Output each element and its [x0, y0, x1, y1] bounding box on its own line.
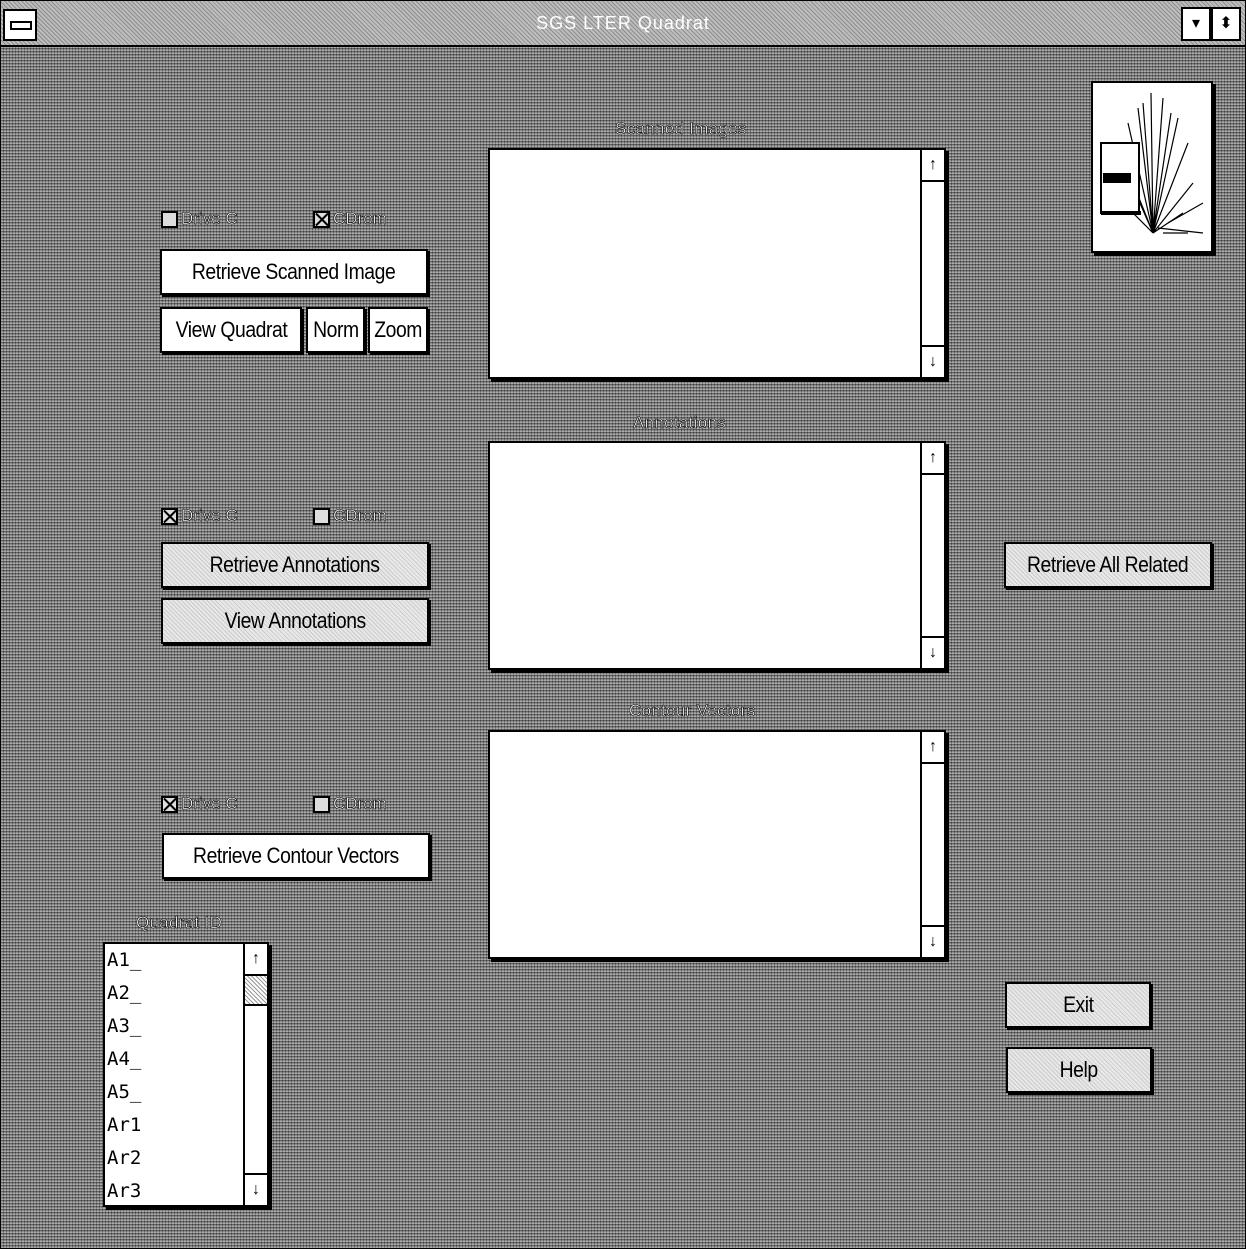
contour-cdrom-checkbox[interactable]: CDrom [313, 794, 387, 814]
scroll-up-icon[interactable]: ↑ [922, 443, 944, 475]
scroll-thumb[interactable] [245, 974, 267, 1006]
contour-vectors-list[interactable]: ↑ ↓ [488, 730, 946, 959]
scanned-images-scrollbar[interactable]: ↑ ↓ [920, 150, 944, 377]
zoom-label: Zoom [374, 317, 422, 342]
annotations-cdrom-box[interactable] [313, 507, 330, 525]
retrieve-all-related-button[interactable]: Retrieve All Related [1004, 542, 1212, 588]
system-menu-icon [10, 21, 32, 30]
scroll-down-icon[interactable]: ↓ [245, 1173, 267, 1205]
list-item[interactable]: A5_ [107, 1081, 142, 1103]
quadrat-items: A1_ A2_ A3_ A4_ A5_ Ar1 Ar2 Ar3 [107, 944, 141, 1208]
annotations-drive-c-checkbox[interactable]: Drive C [161, 506, 238, 526]
view-quadrat-label: View Quadrat [175, 317, 287, 342]
title-bar: SGS LTER Quadrat ▾ ⬍ [1, 1, 1245, 47]
annotations-cdrom-checkbox[interactable]: CDrom [313, 506, 387, 526]
annotations-label: Annotations [633, 413, 727, 433]
contour-drive-c-label: Drive C [181, 794, 238, 814]
view-annotations-button[interactable]: View Annotations [161, 598, 429, 644]
annotations-scrollbar[interactable]: ↑ ↓ [920, 443, 944, 668]
contour-drive-c-checkbox[interactable]: Drive C [161, 794, 238, 814]
contour-vectors-label: Contour Vectors [629, 701, 756, 721]
annotations-cdrom-label: CDrom [333, 506, 387, 526]
retrieve-scanned-image-button[interactable]: Retrieve Scanned Image [160, 249, 428, 295]
scanned-images-list[interactable]: ↑ ↓ [488, 148, 946, 379]
view-quadrat-button[interactable]: View Quadrat [160, 307, 302, 353]
scanned-cdrom-checkbox[interactable]: CDrom [313, 209, 387, 229]
quadrat-scrollbar[interactable]: ↑ ↓ [243, 944, 267, 1205]
retrieve-annotations-button[interactable]: Retrieve Annotations [161, 542, 429, 588]
contour-drive-c-box[interactable] [161, 795, 178, 813]
norm-label: Norm [312, 317, 359, 342]
scroll-up-icon[interactable]: ↑ [922, 732, 944, 764]
list-item[interactable]: A2_ [107, 982, 142, 1004]
annotations-drive-c-label: Drive C [181, 506, 238, 526]
list-item[interactable]: Ar2 [107, 1147, 142, 1169]
app-logo [1091, 81, 1213, 253]
scanned-drive-c-label: Drive C [181, 209, 238, 229]
scroll-down-icon[interactable]: ↓ [922, 925, 944, 957]
quadrat-id-list[interactable]: A1_ A2_ A3_ A4_ A5_ Ar1 Ar2 Ar3 ↑ ↓ [103, 942, 269, 1207]
annotations-drive-c-box[interactable] [161, 507, 178, 525]
retrieve-all-related-label: Retrieve All Related [1027, 552, 1189, 577]
contour-vectors-scrollbar[interactable]: ↑ ↓ [920, 732, 944, 957]
window-title: SGS LTER Quadrat [536, 13, 710, 33]
help-label: Help [1059, 1057, 1099, 1082]
exit-button[interactable]: Exit [1005, 982, 1151, 1028]
scanned-cdrom-box[interactable] [313, 210, 330, 228]
system-menu-button[interactable] [3, 9, 37, 41]
grass-tuft-icon [1100, 92, 1204, 234]
scroll-up-icon[interactable]: ↑ [245, 944, 267, 976]
retrieve-annotations-label: Retrieve Annotations [210, 552, 380, 577]
contour-cdrom-label: CDrom [333, 794, 387, 814]
retrieve-contour-vectors-label: Retrieve Contour Vectors [193, 843, 399, 868]
scanned-cdrom-label: CDrom [333, 209, 387, 229]
list-item[interactable]: Ar3 [107, 1180, 142, 1202]
scanned-drive-c-box[interactable] [161, 210, 178, 228]
help-button[interactable]: Help [1006, 1047, 1152, 1093]
list-item[interactable]: A3_ [107, 1015, 142, 1037]
list-item[interactable]: A1_ [107, 949, 142, 971]
retrieve-scanned-image-label: Retrieve Scanned Image [192, 259, 396, 284]
retrieve-contour-vectors-button[interactable]: Retrieve Contour Vectors [162, 833, 430, 879]
minimize-button[interactable]: ▾ [1181, 7, 1211, 41]
scroll-up-icon[interactable]: ↑ [922, 150, 944, 182]
view-annotations-label: View Annotations [224, 608, 366, 633]
list-item[interactable]: Ar1 [107, 1114, 142, 1136]
norm-button[interactable]: Norm [306, 307, 365, 353]
exit-label: Exit [1062, 992, 1094, 1017]
list-item[interactable]: A4_ [107, 1048, 142, 1070]
quadrat-id-label: Quadrat ID [136, 913, 223, 933]
maximize-button[interactable]: ⬍ [1211, 7, 1241, 41]
scroll-down-icon[interactable]: ↓ [922, 345, 944, 377]
annotations-list[interactable]: ↑ ↓ [488, 441, 946, 670]
scanned-images-label: Scanned Images [615, 119, 747, 139]
contour-cdrom-box[interactable] [313, 795, 330, 813]
zoom-button[interactable]: Zoom [368, 307, 428, 353]
scanned-drive-c-checkbox[interactable]: Drive C [161, 209, 238, 229]
scroll-down-icon[interactable]: ↓ [922, 636, 944, 668]
